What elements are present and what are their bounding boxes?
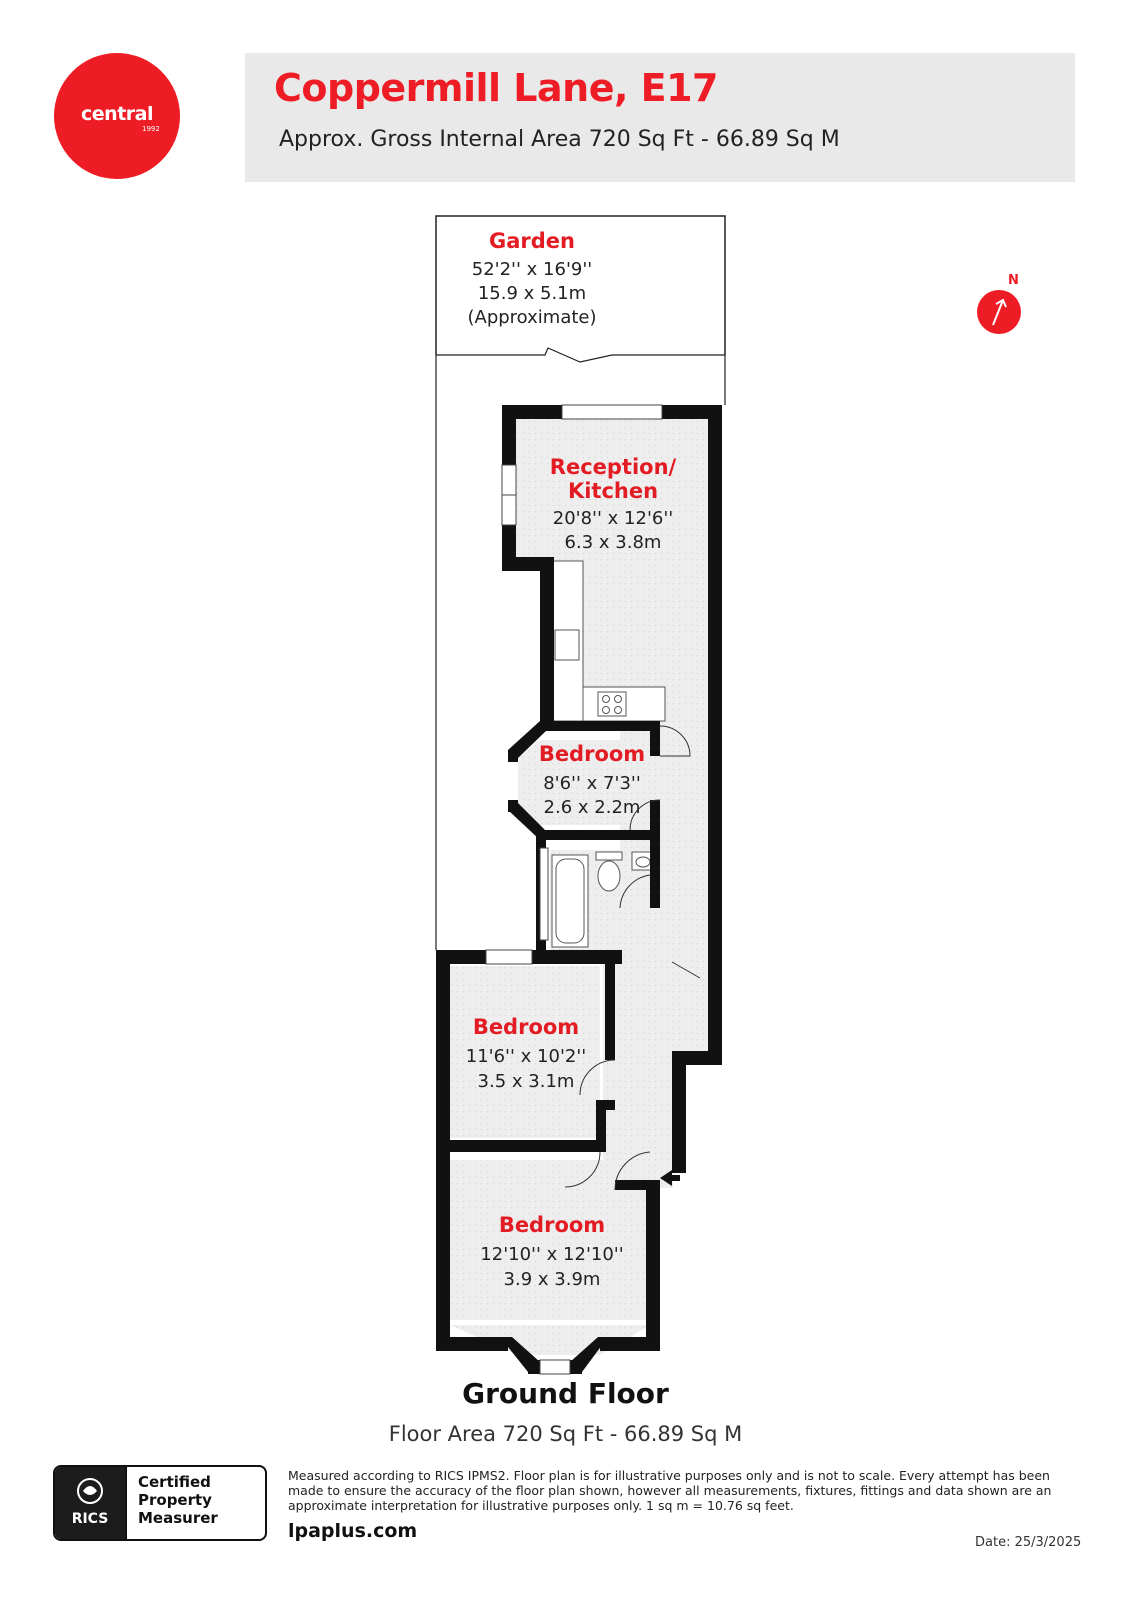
garden-imperial: 52'2'' x 16'9'' [472, 259, 593, 280]
plan-date: Date: 25/3/2025 [975, 1535, 1082, 1550]
garden-outline [435, 215, 726, 950]
brand-logo-year: 1992 [142, 125, 160, 133]
reception-name-line1: Reception/ [550, 455, 677, 479]
room-label-bedroom-middle: Bedroom 11'6'' x 10'2'' 3.5 x 3.1m [466, 1015, 587, 1092]
garden-name: Garden [489, 229, 575, 253]
bedroom-middle-imperial: 11'6'' x 10'2'' [466, 1046, 587, 1067]
disclaimer: Measured according to RICS IPMS2. Floor … [288, 1468, 1052, 1513]
rics-text: RICS [71, 1511, 109, 1527]
floor-area: Floor Area 720 Sq Ft - 66.89 Sq M [388, 1422, 743, 1446]
garden-note: (Approximate) [467, 307, 596, 328]
floor-title: Ground Floor [462, 1377, 669, 1410]
north-arrow-icon: N [977, 273, 1021, 334]
compass-label: N [1008, 273, 1019, 288]
room-label-reception: Reception/ Kitchen 20'8'' x 12'6'' 6.3 x… [550, 455, 677, 553]
doors [564, 725, 701, 1191]
certified-line1: Certified [138, 1473, 211, 1491]
certified-line2: Property [138, 1491, 212, 1509]
bedroom-front-metric: 3.9 x 3.9m [504, 1269, 601, 1290]
reception-name-line2: Kitchen [568, 479, 658, 503]
rics-lion-icon [77, 1478, 103, 1504]
reception-imperial: 20'8'' x 12'6'' [553, 508, 674, 529]
garden-metric: 15.9 x 5.1m [478, 283, 586, 304]
kitchen-counter [549, 560, 666, 722]
bedroom-front-name: Bedroom [499, 1213, 605, 1237]
bathroom-fixtures [551, 851, 655, 948]
reception-metric: 6.3 x 3.8m [565, 532, 662, 553]
entrance-arrow-icon [660, 1170, 680, 1186]
page-title: Coppermill Lane, E17 [274, 66, 719, 110]
room-label-bedroom-front: Bedroom 12'10'' x 12'10'' 3.9 x 3.9m [480, 1213, 623, 1290]
bedroom-small-name: Bedroom [539, 742, 645, 766]
room-label-bedroom-small: Bedroom 8'6'' x 7'3'' 2.6 x 2.2m [539, 742, 645, 818]
bedroom-middle-metric: 3.5 x 3.1m [478, 1071, 575, 1092]
website-link[interactable]: lpaplus.com [288, 1520, 418, 1542]
brand-logo: central 1992 [54, 53, 180, 179]
bedroom-middle-name: Bedroom [473, 1015, 579, 1039]
rics-logo: RICS [55, 1467, 127, 1539]
room-label-garden: Garden 52'2'' x 16'9'' 15.9 x 5.1m (Appr… [467, 229, 596, 328]
certified-text: Certified Property Measurer [138, 1473, 263, 1527]
rics-badge: RICS Certified Property Measurer [53, 1465, 267, 1541]
page-subtitle: Approx. Gross Internal Area 720 Sq Ft - … [279, 127, 840, 152]
certified-line3: Measurer [138, 1509, 218, 1527]
bedroom-small-imperial: 8'6'' x 7'3'' [543, 773, 641, 794]
bedroom-small-metric: 2.6 x 2.2m [544, 797, 641, 818]
header-band [245, 53, 1075, 182]
bedroom-front-imperial: 12'10'' x 12'10'' [480, 1244, 623, 1265]
windows [485, 404, 663, 1375]
walls [436, 405, 722, 1374]
brand-logo-text: central [81, 103, 153, 125]
